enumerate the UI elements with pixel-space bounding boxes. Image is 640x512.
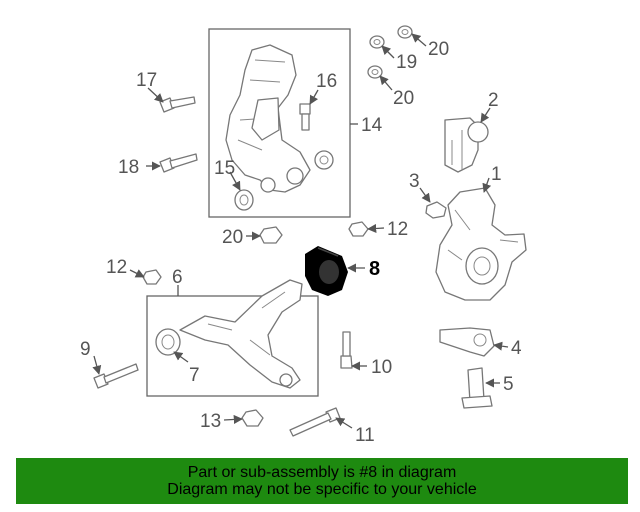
bolt-16-part	[299, 103, 311, 131]
callout-3: 3	[409, 171, 420, 192]
callout-11: 11	[355, 425, 375, 446]
callout-16: 16	[316, 71, 337, 92]
callout-13: 13	[200, 411, 221, 432]
nut-20-lower-part	[259, 226, 283, 244]
lower-control-arm-part	[179, 279, 303, 389]
callout-20-mid: 20	[393, 88, 414, 109]
washer-19-part	[369, 35, 385, 49]
info-banner: Part or sub-assembly is #8 in diagram Di…	[16, 458, 628, 504]
leader-lines	[92, 33, 509, 429]
bushing-15-part	[234, 189, 254, 211]
nut-13-part	[241, 409, 264, 427]
bolt-17-part	[159, 96, 196, 113]
nut-20-mid-part	[367, 65, 383, 79]
bolt-10-part	[340, 331, 353, 369]
callout-6: 6	[172, 267, 183, 288]
callout-12-left: 12	[106, 257, 127, 278]
banner-line-2: Diagram may not be specific to your vehi…	[167, 481, 477, 498]
callout-7: 7	[189, 365, 200, 386]
bushing-8-highlighted-part	[305, 246, 348, 296]
callout-17: 17	[136, 70, 157, 91]
callout-20-lower: 20	[222, 227, 243, 248]
callout-9: 9	[80, 339, 91, 360]
callout-18: 18	[118, 157, 139, 178]
callout-15: 15	[214, 158, 235, 179]
control-arm-group-box	[146, 295, 319, 397]
subframe-bracket-part	[225, 44, 311, 193]
bolt-11-part	[289, 407, 341, 437]
callout-19: 19	[396, 52, 417, 73]
nut-20-top-part	[397, 25, 413, 39]
nut-12-left-part	[142, 269, 162, 285]
bracket-4-part	[439, 327, 495, 357]
bolt-18-part	[159, 153, 198, 173]
callout-20-top: 20	[428, 39, 449, 60]
bolt-9-part	[93, 363, 139, 389]
subframe-group-box	[208, 28, 351, 218]
callout-8: 8	[369, 258, 380, 280]
bushing-14-right-part	[314, 150, 334, 170]
callout-14: 14	[361, 115, 383, 136]
steering-knuckle-part	[435, 187, 527, 301]
callout-1: 1	[491, 164, 502, 185]
banner-line-1: Part or sub-assembly is #8 in diagram	[187, 464, 457, 481]
callout-2: 2	[488, 90, 499, 111]
callout-5: 5	[503, 374, 514, 395]
callout-12-right: 12	[387, 219, 408, 240]
callout-4: 4	[511, 338, 522, 359]
ball-joint-part	[444, 117, 489, 173]
stud-5-part	[461, 367, 493, 409]
bushing-7-part	[155, 328, 181, 356]
nut-3-part	[425, 201, 447, 219]
nut-12-right-part	[348, 221, 369, 237]
callout-10: 10	[371, 357, 392, 378]
